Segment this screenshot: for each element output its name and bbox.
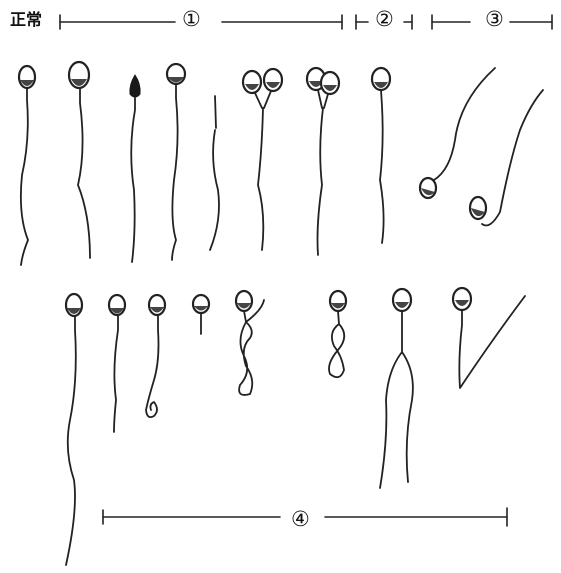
sperm-group3-b <box>470 90 543 226</box>
sperm-group2 <box>372 68 390 243</box>
group-4-label: ④ <box>289 509 312 530</box>
sperm-group4-long-tail <box>66 294 82 565</box>
sperm-group4-coiled <box>146 295 165 417</box>
sperm-group4-bent-tail <box>453 288 525 388</box>
group-1-label: ① <box>180 9 203 30</box>
sperm-group3-a <box>420 68 495 198</box>
group-2-label: ② <box>373 9 396 30</box>
sperm-double-head <box>243 69 282 250</box>
sperm-round-head <box>167 64 185 260</box>
sperm-normal <box>19 66 35 265</box>
sperm-group4-stub <box>193 295 209 334</box>
sperm-large-head <box>69 62 90 258</box>
sperm-group4-short <box>109 295 125 432</box>
sperm-headless <box>210 96 219 250</box>
sperm-tapered-head <box>130 75 140 262</box>
sperm-double-head-2 <box>307 68 339 255</box>
sperm-group4-figure-eight <box>329 291 346 377</box>
normal-label: 正常 <box>8 12 44 28</box>
sperm-group4-looped <box>236 291 264 395</box>
sperm-group4-split-tail <box>380 289 413 488</box>
group-3-label: ③ <box>483 9 506 30</box>
